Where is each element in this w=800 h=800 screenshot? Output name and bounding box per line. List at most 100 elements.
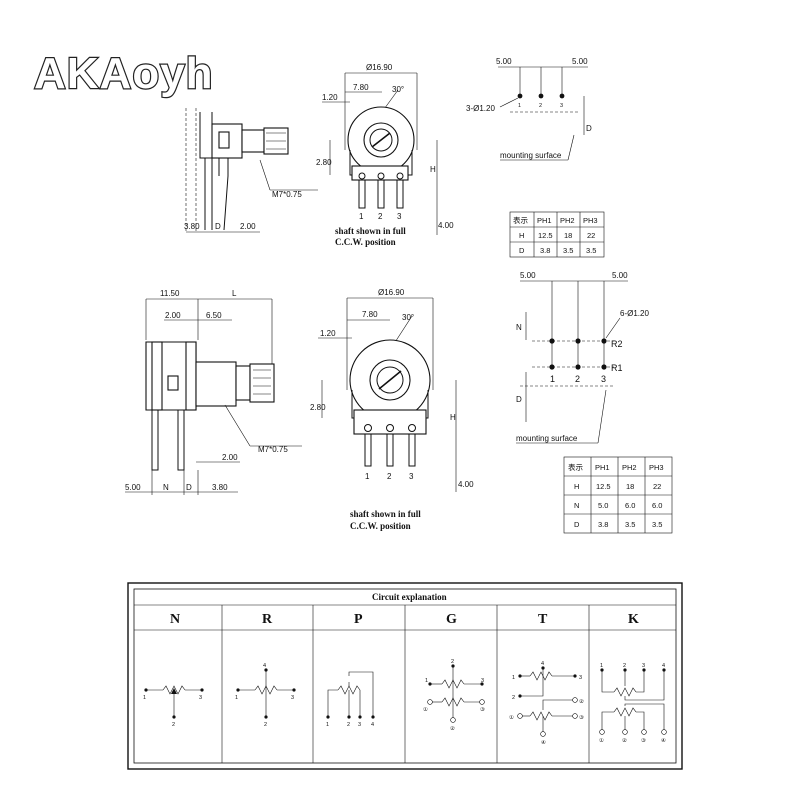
bottom-table-header-2: PH2 bbox=[622, 463, 637, 472]
bottom-footprint-pin-2: 2 bbox=[575, 374, 580, 384]
circuit-title: Circuit explanation bbox=[372, 592, 447, 602]
bottom-footprint-surface: mounting surface bbox=[516, 434, 578, 443]
bottom-front-caption-1: shaft shown in full bbox=[350, 509, 421, 519]
circuit-t-pin-c2: ② bbox=[579, 698, 584, 705]
top-front-angle: 30° bbox=[392, 85, 404, 94]
circuit-g-pin-2: 2 bbox=[451, 659, 454, 665]
circuit-t-pin-c1: ① bbox=[509, 714, 514, 721]
circuit-g-pin-3: 3 bbox=[481, 678, 484, 684]
bottom-table-r1-c1: 5.0 bbox=[598, 501, 608, 510]
top-front-view: Ø16.90 7.80 30° 1.20 1 2 3 2.80 H 4.00 s… bbox=[316, 63, 454, 247]
bottom-front-angle: 30° bbox=[402, 313, 414, 322]
top-table-r1-c1: 3.8 bbox=[540, 246, 550, 255]
bottom-footprint-side-d: D bbox=[516, 395, 522, 404]
top-footprint-pin-1: 1 bbox=[518, 103, 521, 109]
bottom-footprint: 5.00 5.00 6-Ø1.20 R2 R1 1 2 3 N D mounti… bbox=[516, 271, 649, 444]
brand-logo: AKAoyh bbox=[34, 49, 214, 98]
top-side-view: M7*0.75 3.80 D 2.00 bbox=[184, 108, 318, 233]
bottom-front-offset: 7.80 bbox=[362, 310, 378, 319]
bottom-front-pin-3: 3 bbox=[409, 472, 414, 481]
circuit-p-pin-4: 4 bbox=[371, 722, 374, 728]
bottom-footprint-row-r2: R2 bbox=[611, 339, 623, 349]
bottom-table-r2-c2: 3.5 bbox=[625, 520, 635, 529]
circuit-k-pin-2: 2 bbox=[623, 663, 626, 669]
bottom-side-dim-thread: M7*0.75 bbox=[258, 445, 288, 454]
bottom-front-pin-1: 1 bbox=[365, 472, 370, 481]
circuit-r-pin-1: 1 bbox=[235, 695, 238, 701]
circuit-g-pin-1: 1 bbox=[425, 678, 428, 684]
top-table-r0-c2: 18 bbox=[564, 231, 572, 240]
circuit-t-pin-c3: ③ bbox=[579, 714, 584, 721]
circuit-p-symbol: 1 2 3 4 bbox=[326, 671, 375, 728]
top-front-caption-2: C.C.W. position bbox=[335, 237, 396, 247]
circuit-k-pin-c4: ④ bbox=[661, 737, 666, 744]
circuit-t-pin-c4: ④ bbox=[541, 739, 546, 746]
top-front-left: 1.20 bbox=[322, 93, 338, 102]
circuit-p-pin-1: 1 bbox=[326, 722, 329, 728]
top-front-pin-2: 2 bbox=[378, 212, 383, 221]
bottom-table-r1-c2: 6.0 bbox=[625, 501, 635, 510]
bottom-footprint-row-r1: R1 bbox=[611, 363, 623, 373]
circuit-g-pin-c1: ① bbox=[423, 706, 428, 713]
bottom-front-left: 1.20 bbox=[320, 329, 336, 338]
bottom-front-pin-2: 2 bbox=[387, 472, 392, 481]
bottom-table-r1-c0: N bbox=[574, 501, 579, 510]
circuit-k-pin-c2: ② bbox=[622, 737, 627, 744]
top-table-r0-c3: 22 bbox=[587, 231, 595, 240]
top-side-dim-a: 3.80 bbox=[184, 222, 200, 231]
bottom-front-caption-2: C.C.W. position bbox=[350, 521, 411, 531]
top-footprint-side: D bbox=[586, 124, 592, 133]
bottom-footprint-pin-1: 1 bbox=[550, 374, 555, 384]
bottom-table-header-1: PH1 bbox=[595, 463, 610, 472]
top-table-r1-c2: 3.5 bbox=[563, 246, 573, 255]
circuit-col-n-letter: N bbox=[170, 612, 180, 627]
bottom-side-dim-d: 5.00 bbox=[125, 483, 141, 492]
bottom-side-dim-c: 2.00 bbox=[222, 453, 238, 462]
bottom-side-dim-width: 11.50 bbox=[160, 289, 180, 298]
bottom-footprint-side-n: N bbox=[516, 323, 522, 332]
top-front-height-right: H bbox=[430, 165, 436, 174]
top-table-header-0: 表示 bbox=[513, 215, 528, 225]
top-table-header-2: PH2 bbox=[560, 216, 575, 225]
bottom-table-r0-c2: 18 bbox=[626, 482, 634, 491]
bottom-front-view: Ø16.90 7.80 30° 1.20 1 2 3 2.80 H 4.00 s… bbox=[310, 288, 474, 531]
circuit-t-pin-1: 1 bbox=[512, 675, 515, 681]
top-table-r0-c0: H bbox=[519, 231, 524, 240]
bottom-side-view: 11.50 L 2.00 6.50 M7*0.75 2.00 5.00 N D … bbox=[125, 289, 302, 495]
circuit-n-symbol: 1 2 3 bbox=[143, 685, 204, 728]
circuit-r-symbol: 4 1 2 3 bbox=[235, 663, 296, 728]
bottom-table-header-3: PH3 bbox=[649, 463, 664, 472]
bottom-footprint-right: 5.00 bbox=[612, 271, 628, 280]
top-spec-table: 表示 PH1 PH2 PH3 H 12.5 18 22 D 3.8 3.5 3.… bbox=[509, 211, 605, 258]
circuit-p-pin-3: 3 bbox=[358, 722, 361, 728]
circuit-k-pin-1: 1 bbox=[600, 663, 603, 669]
bottom-footprint-holes: 6-Ø1.20 bbox=[620, 309, 649, 318]
bottom-table-r2-c3: 3.5 bbox=[652, 520, 662, 529]
top-table-r1-c0: D bbox=[519, 246, 525, 255]
bottom-spec-table: 表示 PH1 PH2 PH3 H 12.5 18 22 N 5.0 6.0 6.… bbox=[563, 456, 673, 534]
bottom-side-dim-e: N bbox=[163, 483, 169, 492]
top-footprint: 5.00 5.00 3-Ø1.20 1 2 3 D mounting surfa… bbox=[466, 57, 592, 161]
top-front-diameter: Ø16.90 bbox=[366, 63, 393, 72]
bottom-side-dim-b: 6.50 bbox=[206, 311, 222, 320]
circuit-g-symbol: 2 1 3 ① ② ③ bbox=[423, 659, 485, 732]
circuit-k-pin-c3: ③ bbox=[641, 737, 646, 744]
circuit-n-pin-2: 2 bbox=[172, 722, 175, 728]
circuit-n-pin-3: 3 bbox=[199, 695, 202, 701]
bottom-front-leg: 4.00 bbox=[458, 480, 474, 489]
top-front-leg: 4.00 bbox=[438, 221, 454, 230]
bottom-table-r0-c0: H bbox=[574, 482, 579, 491]
top-front-height-left: 2.80 bbox=[316, 158, 332, 167]
bottom-front-diameter: Ø16.90 bbox=[378, 288, 405, 297]
circuit-t-pin-2: 2 bbox=[512, 695, 515, 701]
top-table-header-3: PH3 bbox=[583, 216, 598, 225]
circuit-explanation-table: Circuit explanation N R P G T K 1 2 3 4 … bbox=[127, 582, 683, 770]
bottom-table-header-0: 表示 bbox=[568, 462, 583, 472]
top-footprint-left: 5.00 bbox=[496, 57, 512, 66]
circuit-p-pin-2: 2 bbox=[347, 722, 350, 728]
circuit-r-pin-4: 4 bbox=[263, 663, 266, 669]
top-side-dim-thread: M7*0.75 bbox=[272, 190, 302, 199]
bottom-side-dim-a: 2.00 bbox=[165, 311, 181, 320]
top-front-offset: 7.80 bbox=[353, 83, 369, 92]
circuit-t-pin-4: 4 bbox=[541, 661, 544, 667]
